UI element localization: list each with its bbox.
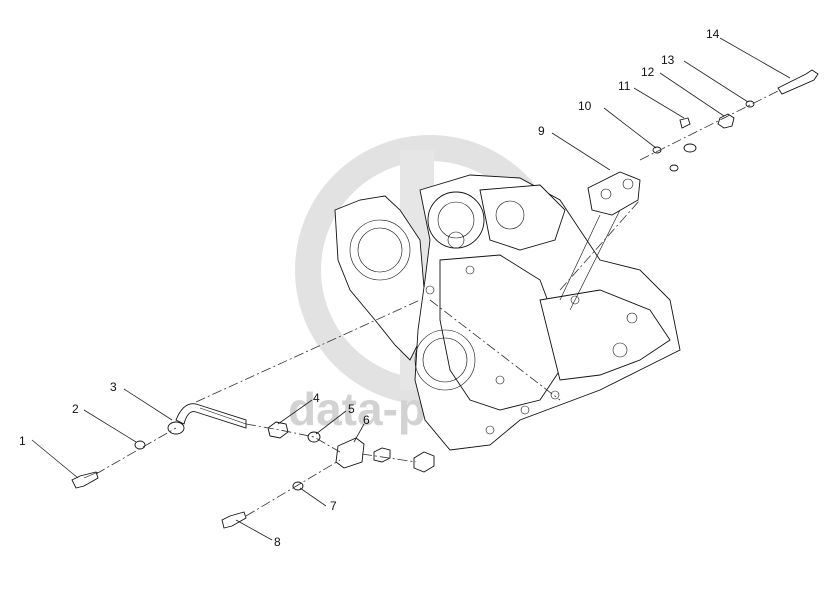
- callout-13: 13: [661, 53, 675, 67]
- leader-lines: [31, 37, 791, 541]
- washer-part-10: [652, 146, 662, 154]
- washer-part-13: [745, 100, 755, 108]
- block-part-6: [335, 437, 435, 473]
- alignment-lines: [95, 89, 781, 517]
- callout-4: 4: [313, 391, 320, 405]
- bolt-part-1: [71, 471, 99, 489]
- callout-5: 5: [348, 402, 355, 416]
- bolt-part-14: [777, 69, 819, 95]
- callout-labels: 1 2 3 4 5 6 7 8 9 10 11 12 13 14: [19, 27, 720, 549]
- washer-part-2: [134, 440, 146, 450]
- engine-gear-housing: [334, 171, 681, 451]
- callout-3: 3: [110, 380, 117, 394]
- pipe-part-3: [167, 403, 247, 435]
- bolt-part-8: [221, 511, 247, 529]
- callout-14: 14: [706, 27, 720, 41]
- callout-2: 2: [72, 402, 79, 416]
- fitting-near-bracket-2: [669, 164, 679, 172]
- callout-12: 12: [641, 65, 655, 79]
- nut-part-12: [717, 113, 735, 129]
- callout-10: 10: [578, 99, 592, 113]
- callout-6: 6: [363, 413, 370, 427]
- bolt-part-11: [679, 117, 691, 129]
- washer-part-5: [307, 431, 321, 443]
- callout-8: 8: [274, 535, 281, 549]
- fitting-near-bracket: [683, 143, 697, 153]
- callout-1: 1: [19, 434, 26, 448]
- callout-7: 7: [330, 499, 337, 513]
- parts-group: [71, 69, 819, 529]
- callout-9: 9: [538, 124, 545, 138]
- callout-11: 11: [618, 79, 631, 93]
